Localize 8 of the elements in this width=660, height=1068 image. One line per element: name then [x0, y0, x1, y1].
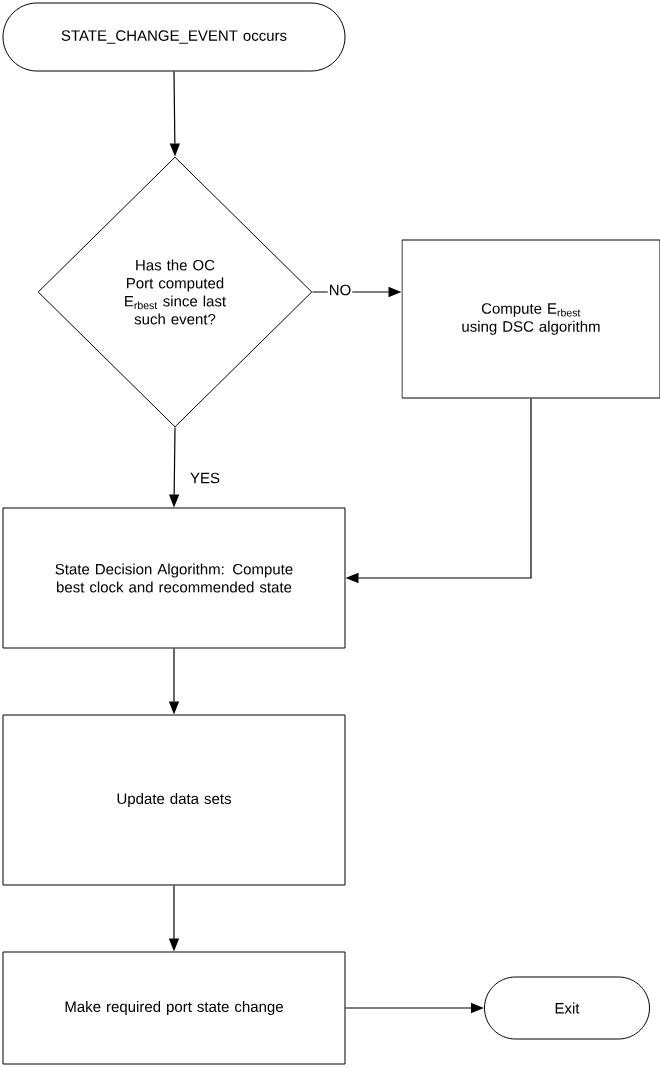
process-box: Update data sets [2, 714, 346, 886]
end-terminal: Exit [484, 976, 650, 1040]
process-box: State Decision Algorithm: Compute best clock and recommended state [2, 507, 346, 649]
edge-label: YES [189, 471, 221, 485]
edge-label: NO [327, 283, 353, 297]
process-box: Make required port state change [2, 951, 346, 1065]
process-box: Compute E$_{rbest}$ using DSC algorithm [401, 239, 660, 399]
start-terminal: STATE_CHANGE_EVENT occurs [2, 2, 346, 72]
